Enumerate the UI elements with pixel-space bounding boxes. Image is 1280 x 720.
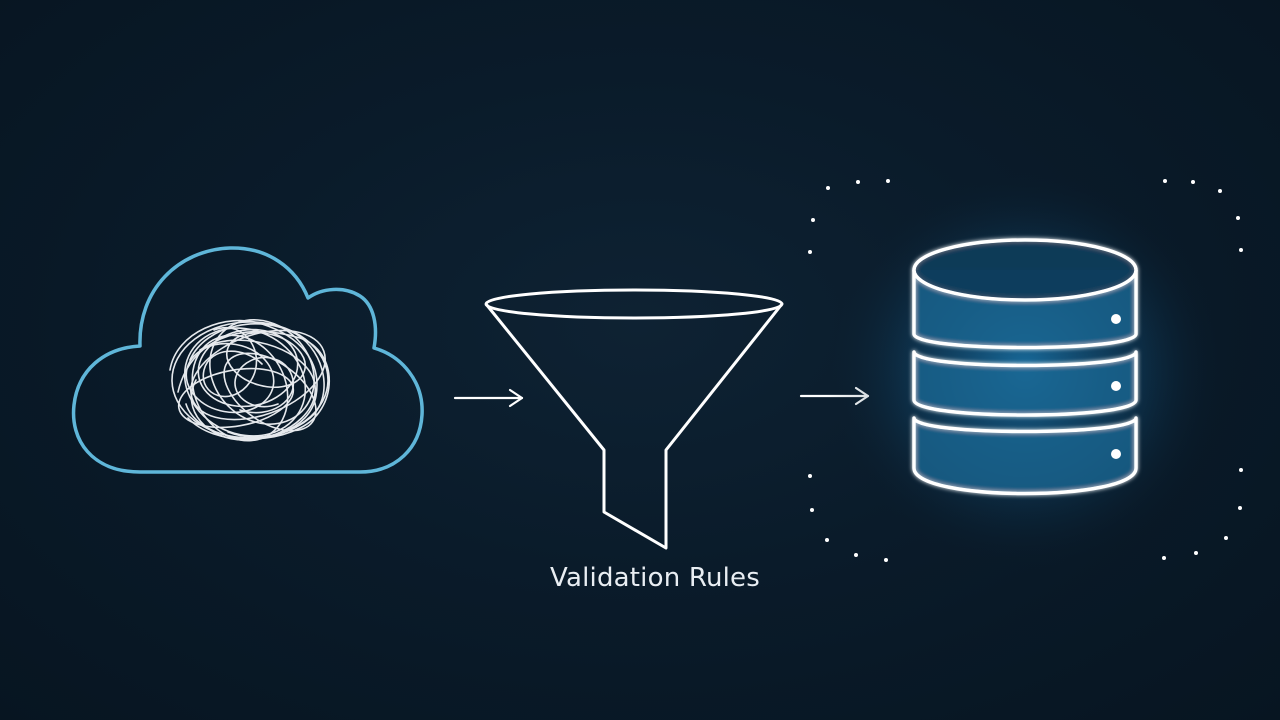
database-indicator-lights: [1111, 314, 1121, 459]
cloud-icon: [71, 246, 424, 474]
filter-label: Validation Rules: [550, 563, 760, 593]
dotted-frame: [808, 179, 1243, 562]
tangled-data-scribble: [169, 319, 331, 442]
funnel-icon: [484, 288, 784, 550]
cloud-outline: [71, 246, 424, 474]
database-icon: [825, 170, 1225, 570]
arrow-source-to-filter: [453, 388, 524, 408]
